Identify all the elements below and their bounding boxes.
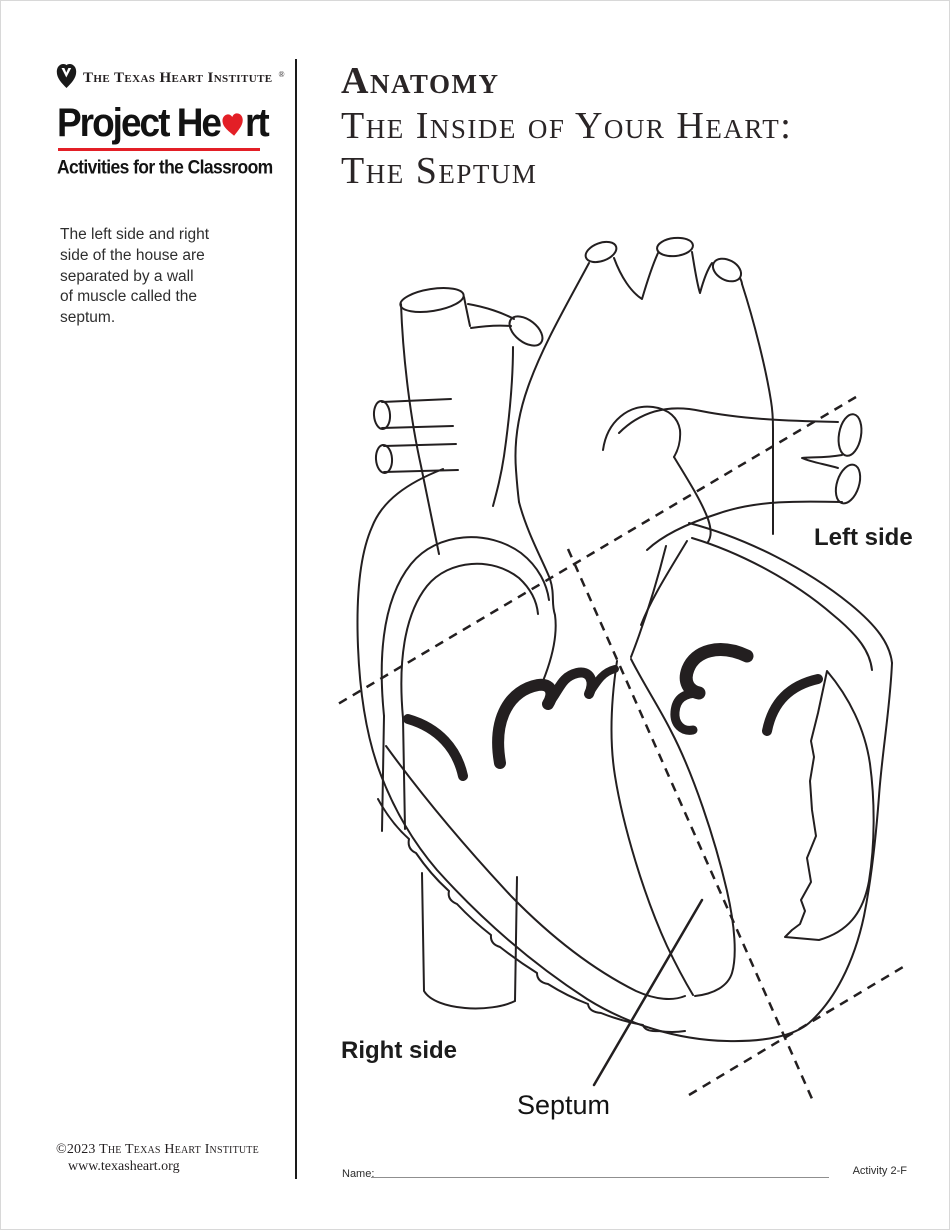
website-url: www.texasheart.org: [68, 1159, 180, 1174]
septum-wall: [610, 658, 736, 997]
wordmark-underline: [58, 148, 260, 151]
pulmonary-veins: [372, 398, 459, 474]
copyright-line: ©2023 The Texas Heart Institute: [56, 1142, 259, 1157]
heart-outline: [356, 468, 893, 1043]
texas-heart-institute-logo-icon: [56, 63, 77, 94]
right-ventricle: [377, 745, 686, 1033]
page-title: Anatomy The Inside of Your Heart: The Se…: [341, 59, 921, 194]
sidebar-footer: ©2023 The Texas Heart Institute www.texa…: [56, 1141, 286, 1175]
lesson-description: The left side and right side of the hous…: [60, 226, 210, 327]
left-atrium: [518, 501, 688, 682]
septum-pointer-line: [592, 898, 704, 1087]
wordmark-pre: Project He: [57, 100, 222, 145]
project-heart-wordmark: Project He rt: [57, 97, 270, 149]
heart-valves: [403, 643, 823, 781]
title-line-inside: The Inside of Your Heart:: [341, 105, 793, 147]
red-heart-icon: [220, 103, 246, 148]
wordmark-post: rt: [245, 100, 270, 145]
right-side-label: Right side: [341, 1037, 458, 1064]
septum-label: Septum: [517, 1090, 611, 1120]
activity-code: Activity 2-F: [852, 1165, 907, 1177]
left-side-label: Left side: [814, 524, 913, 551]
right-atrium: [380, 536, 550, 832]
tagline: Activities for the Classroom: [57, 156, 273, 178]
name-label: Name:: [342, 1168, 375, 1180]
institute-brand: The Texas Heart Institute ®: [56, 63, 285, 94]
pulmonary-artery: [602, 405, 863, 551]
title-line-septum: The Septum: [341, 150, 538, 192]
title-line-anatomy: Anatomy: [341, 60, 500, 102]
registered-mark: ®: [278, 70, 285, 79]
aorta: [514, 236, 774, 535]
inferior-vena-cava: [421, 872, 518, 1010]
separation-dashed-lines: [332, 395, 909, 1102]
vertical-divider: [295, 59, 297, 1179]
name-row: Name: Activity 2-F: [342, 1163, 910, 1183]
institute-name: The Texas Heart Institute: [83, 70, 273, 86]
superior-vena-cava: [400, 303, 440, 555]
left-ventricle-wall: [784, 670, 875, 941]
sidebar: The Texas Heart Institute ® Project He r…: [1, 1, 295, 1229]
name-write-line: [371, 1177, 829, 1178]
